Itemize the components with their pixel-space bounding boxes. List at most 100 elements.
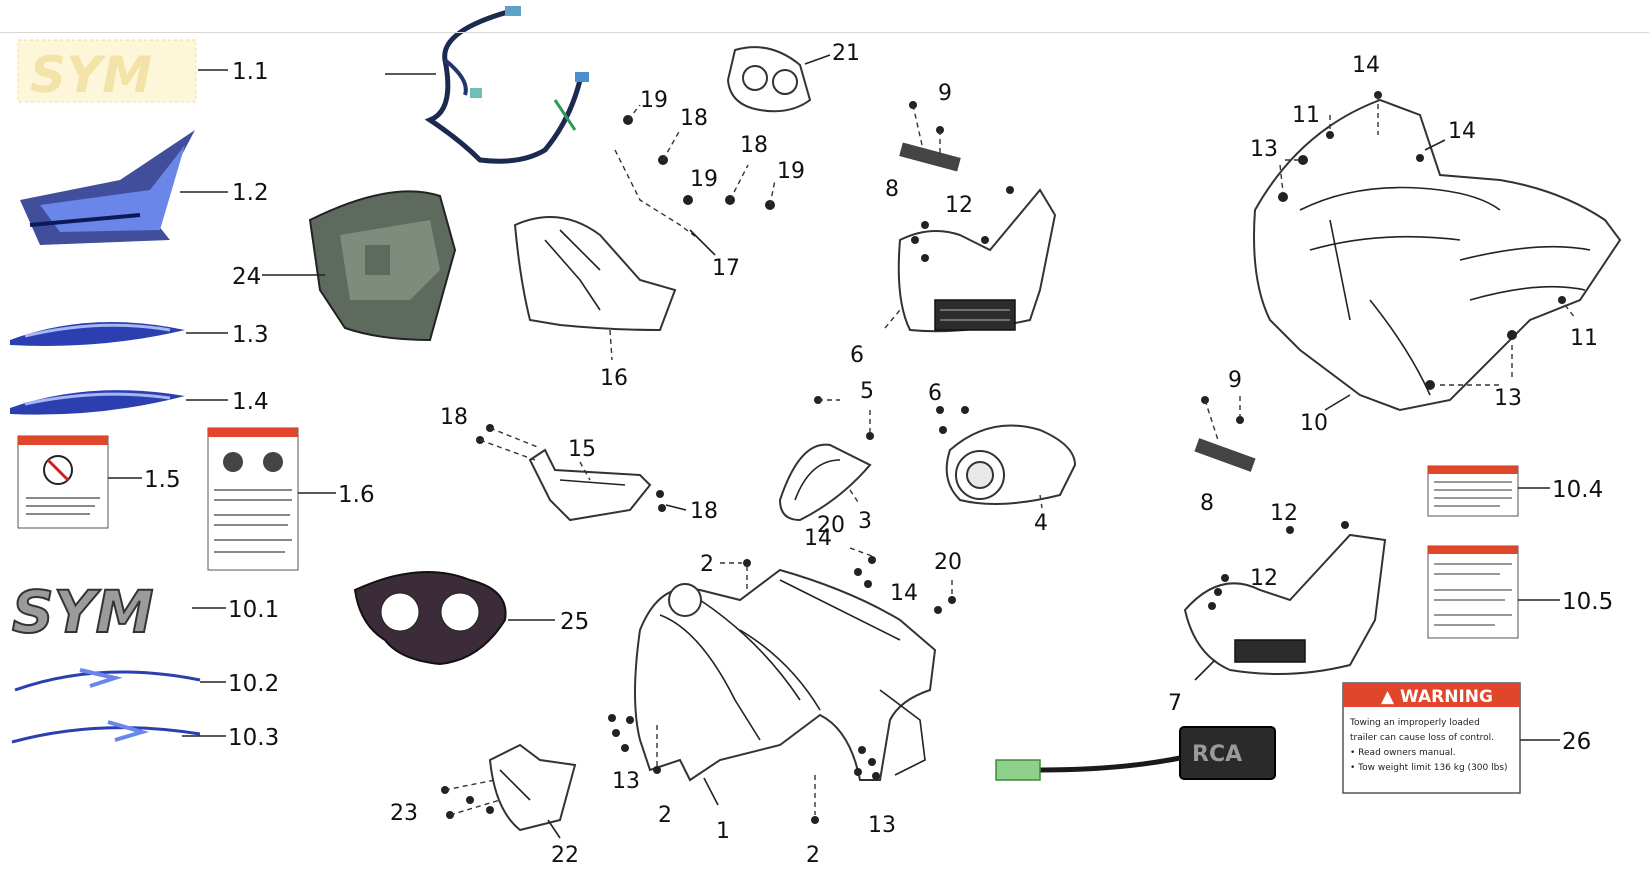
part-7-rear-footwell — [1183, 533, 1387, 675]
callout-14b: 14 — [890, 581, 918, 606]
decal-1-3 — [10, 322, 185, 346]
bolts-12-rear — [1208, 521, 1349, 610]
callout-20b: 20 — [934, 550, 962, 575]
callout-1-3: 1.3 — [232, 322, 269, 348]
callout-5: 5 — [860, 379, 874, 404]
callout-10-1: 10.1 — [228, 597, 279, 623]
callout-18b: 18 — [740, 133, 768, 158]
callout-8a: 8 — [885, 177, 899, 202]
callout-13a: 13 — [612, 769, 640, 794]
bolts-23 — [441, 786, 494, 819]
warning-line-2: trailer can cause loss of control. — [1350, 733, 1494, 743]
top-divider — [0, 32, 1649, 33]
callout-9a: 9 — [938, 81, 952, 106]
decal-10-4 — [1427, 465, 1519, 517]
part-1-front-fender — [634, 568, 937, 782]
decal-10-1-logo: SYM — [12, 578, 154, 646]
callout-10-3: 10.3 — [228, 725, 279, 751]
callout-13b: 13 — [868, 813, 896, 838]
callout-25: 25 — [560, 609, 589, 635]
callout-1: 1 — [716, 819, 730, 844]
part-15-bracket — [528, 448, 652, 522]
callout-10-5: 10.5 — [1562, 589, 1613, 615]
warning-line-3: • Read owners manual. — [1350, 748, 1456, 758]
wire-harness — [424, 6, 589, 164]
callout-26: 26 — [1562, 729, 1591, 755]
callout-6b: 6 — [928, 381, 942, 406]
part-16-visor — [513, 216, 677, 332]
callout-12c: 12 — [1250, 566, 1278, 591]
callout-7: 7 — [1168, 691, 1182, 716]
decal-1-4 — [10, 390, 185, 415]
bolts-13-right — [854, 746, 880, 780]
callout-19c: 19 — [777, 159, 805, 184]
warning-heading: ▲ WARNING — [1381, 687, 1493, 707]
callout-19b: 19 — [690, 167, 718, 192]
decal-1-1-logo: SYM — [30, 46, 152, 104]
callout-22: 22 — [551, 843, 579, 868]
decal-10-3 — [11, 720, 201, 744]
callout-18d: 18 — [690, 499, 718, 524]
decal-26-warning: ▲ WARNING Towing an improperly loaded tr… — [1342, 682, 1521, 794]
callout-24: 24 — [232, 264, 261, 290]
part-24-cover — [308, 190, 457, 342]
callout-1-5: 1.5 — [144, 467, 181, 493]
callout-12a: 12 — [945, 193, 973, 218]
callout-2a: 2 — [700, 552, 714, 577]
callout-1-1: 1.1 — [232, 59, 269, 85]
callout-16: 16 — [600, 366, 628, 391]
decal-10-1: SYM — [11, 577, 155, 647]
callout-4: 4 — [1034, 511, 1048, 536]
callout-10-4: 10.4 — [1552, 477, 1603, 503]
warning-line-1: Towing an improperly loaded — [1349, 718, 1480, 728]
callout-19a: 19 — [640, 88, 668, 113]
callout-15: 15 — [568, 437, 596, 462]
decal-1-1: SYM — [17, 39, 197, 104]
callout-3: 3 — [858, 509, 872, 534]
callout-17: 17 — [712, 256, 740, 281]
decal-1-5 — [17, 435, 109, 529]
decal-10-5 — [1427, 545, 1519, 639]
callout-12b: 12 — [1270, 501, 1298, 526]
callout-2c: 2 — [806, 843, 820, 868]
callout-18c: 18 — [440, 405, 468, 430]
callout-1-4: 1.4 — [232, 389, 269, 415]
callout-2b: 2 — [658, 803, 672, 828]
decal-10-2 — [14, 668, 201, 692]
callout-9b: 9 — [1228, 368, 1242, 393]
part-21-gauge — [726, 46, 812, 113]
callout-11a: 11 — [1292, 103, 1320, 128]
callout-10-2: 10.2 — [228, 671, 279, 697]
part-6-footwell — [897, 188, 1057, 333]
callout-10: 10 — [1300, 411, 1328, 436]
callout-14d: 14 — [1448, 119, 1476, 144]
warning-line-4: • Tow weight limit 136 kg (300 lbs) — [1350, 763, 1508, 773]
part-10-rear-fender — [1253, 98, 1622, 412]
callout-20a: 20 — [817, 513, 845, 538]
decal-1-2 — [20, 130, 195, 245]
callout-23: 23 — [390, 801, 418, 826]
callout-8b: 8 — [1200, 491, 1214, 516]
bolts-12 — [911, 186, 1014, 262]
callout-1-2: 1.2 — [232, 180, 269, 206]
callout-14c: 14 — [1352, 53, 1380, 78]
callout-21: 21 — [832, 41, 860, 66]
callout-13c: 13 — [1250, 137, 1278, 162]
bolts-13-left — [608, 714, 634, 752]
callout-11b: 11 — [1570, 326, 1598, 351]
part-22-guard — [488, 743, 577, 832]
part-4-headlight-housing — [945, 424, 1077, 505]
callout-1-6: 1.6 — [338, 482, 375, 508]
callout-6a: 6 — [850, 343, 864, 368]
cdi-label: RCA — [1192, 742, 1242, 767]
callout-14a: 14 — [804, 526, 832, 551]
part-3-cover — [778, 443, 872, 522]
callout-18a: 18 — [680, 106, 708, 131]
decal-1-6 — [207, 427, 299, 571]
cdi-unit: RCA — [995, 726, 1276, 781]
part-25-meter-ring — [353, 571, 507, 666]
callout-13d: 13 — [1494, 386, 1522, 411]
bolts-17-19 — [614, 104, 776, 241]
